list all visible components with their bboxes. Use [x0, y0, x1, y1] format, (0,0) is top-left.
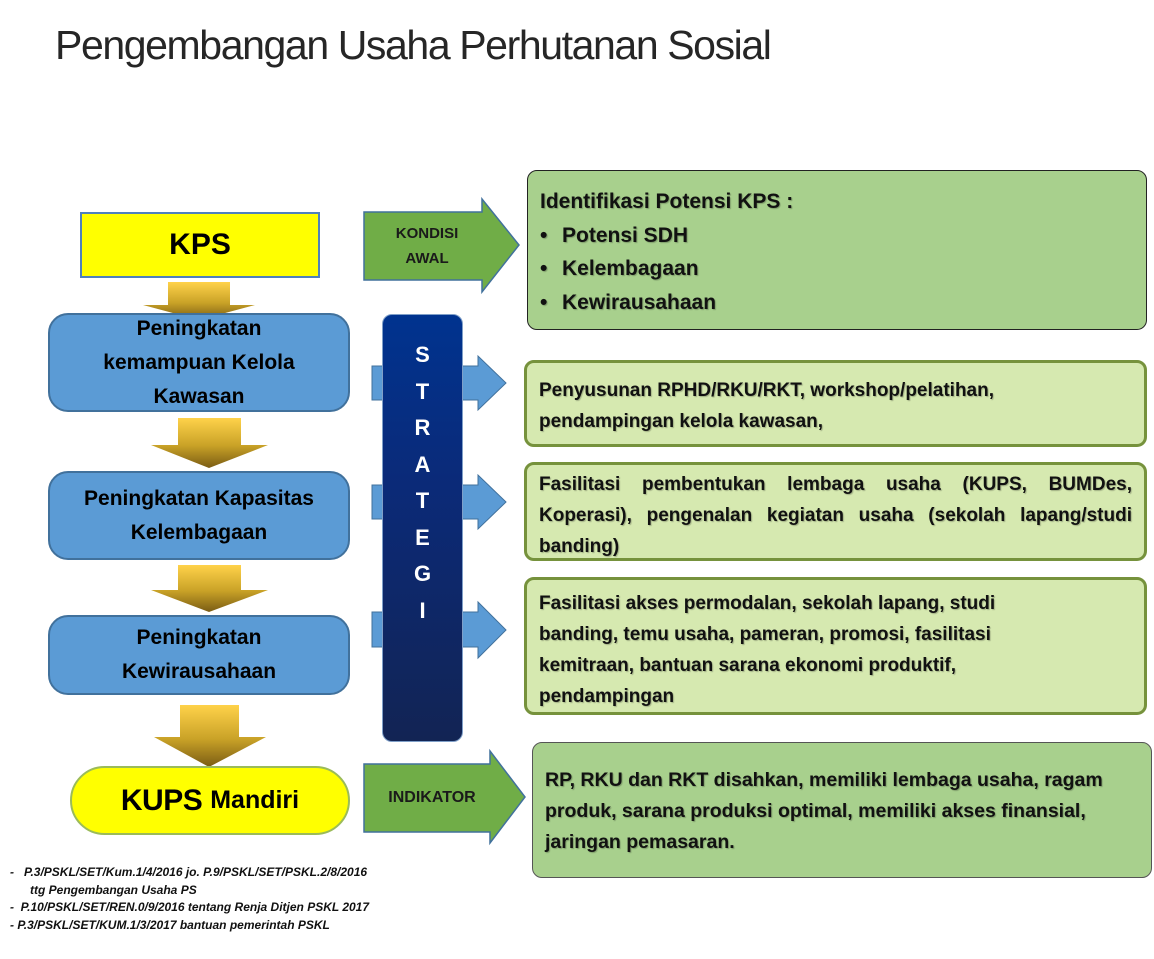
strategi-box-kelembagaan: Fasilitasi pembentukan lembaga usaha (KU… — [524, 462, 1147, 561]
down-arrow-icon — [151, 418, 268, 468]
down-arrow-icon — [154, 705, 266, 767]
indikator-arrow-icon — [363, 748, 526, 846]
strategi-letter: G — [413, 561, 432, 586]
identifikasi-item: • Kelembagaan — [540, 252, 1146, 286]
strategi-box-kewirausahaan: Fasilitasi akses permodalan, sekolah lap… — [524, 577, 1147, 715]
identifikasi-item: • Potensi SDH — [540, 219, 1146, 253]
reference-line: - P.3/PSKL/SET/Kum.1/4/2016 jo. P.9/PSKL… — [10, 865, 368, 879]
kps-box: KPS — [80, 212, 320, 278]
mandiri-label: Mandiri — [210, 786, 300, 814]
step-kapasitas-kelembagaan: Peningkatan Kapasitas Kelembagaan — [48, 471, 350, 560]
identifikasi-item-text: Potensi SDH — [562, 223, 689, 247]
kondisi-awal-label: KONDISI AWAL — [372, 221, 482, 271]
strategi-box-text: Fasilitasi pembentukan lembaga usaha (KU… — [539, 474, 1132, 557]
identifikasi-item-text: Kewirausahaan — [562, 290, 717, 314]
reference-line: - P.3/PSKL/SET/KUM.1/3/2017 bantuan peme… — [10, 917, 330, 932]
step-line: Kelembagaan — [130, 520, 268, 544]
strategi-bar: S T R A T E G I — [382, 314, 463, 742]
bullet-icon: • — [540, 257, 548, 280]
reference-line: ttg Pengembangan Usaha PS — [30, 882, 197, 897]
indikator-box: RP, RKU dan RKT disahkan, memiliki lemba… — [532, 742, 1152, 878]
strategi-letter: S — [415, 342, 430, 367]
step-line: Peningkatan — [136, 626, 262, 649]
identifikasi-item-text: Kelembagaan — [562, 257, 699, 280]
step-line: Peningkatan — [136, 316, 262, 340]
step-line: Kewirausahaan — [121, 660, 277, 683]
page-title: Pengembangan Usaha Perhutanan Sosial — [55, 22, 772, 68]
step-kelola-kawasan: Peningkatan kemampuan Kelola Kawasan — [48, 313, 350, 412]
step-kewirausahaan: Peningkatan Kewirausahaan — [48, 615, 350, 695]
strategi-box-kelola: Penyusunan RPHD/RKU/RKT, workshop/pelati… — [524, 360, 1147, 447]
strategi-letter: I — [419, 597, 426, 623]
strategi-letter: T — [415, 488, 430, 513]
kups-label: KUPS — [120, 783, 203, 817]
kondisi-label-line: AWAL — [405, 250, 449, 267]
identifikasi-heading: Identifikasi Potensi KPS : — [540, 190, 794, 213]
identifikasi-box: Identifikasi Potensi KPS : •Potensi SDH … — [527, 170, 1147, 330]
strategi-letter: E — [415, 524, 430, 550]
reference-line: - P.10/PSKL/SET/REN.0/9/2016 tentang Ren… — [10, 900, 370, 914]
strategi-letter: T — [415, 378, 430, 404]
step-line: Peningkatan Kapasitas — [84, 486, 314, 510]
down-arrow-icon — [143, 282, 255, 320]
indikator-box-text: RP, RKU dan RKT disahkan, memiliki lemba… — [545, 769, 1103, 853]
references: - P.3/PSKL/SET/Kum.1/4/2016 jo. P.9/PSKL… — [10, 864, 369, 934]
identifikasi-item: • Kewirausahaan — [540, 286, 1146, 320]
indikator-label: INDIKATOR — [388, 789, 476, 806]
kups-mandiri-box: KUPS Mandiri — [70, 766, 350, 835]
bullet-icon: • — [540, 290, 548, 314]
down-arrow-icon — [151, 565, 268, 612]
step-line: kemampuan Kelola — [103, 350, 295, 374]
kondisi-awal-arrow-icon — [363, 196, 520, 295]
strategi-box-text: Fasilitasi akses permodalan, sekolah lap… — [539, 593, 996, 707]
bullet-icon: • — [540, 223, 548, 247]
strategi-letter: A — [414, 451, 431, 477]
strategi-letter: R — [414, 415, 431, 440]
strategi-box-text: Penyusunan RPHD/RKU/RKT, workshop/pelati… — [539, 380, 994, 432]
step-line: Kawasan — [153, 384, 245, 408]
kondisi-label-line: KONDISI — [395, 225, 459, 242]
